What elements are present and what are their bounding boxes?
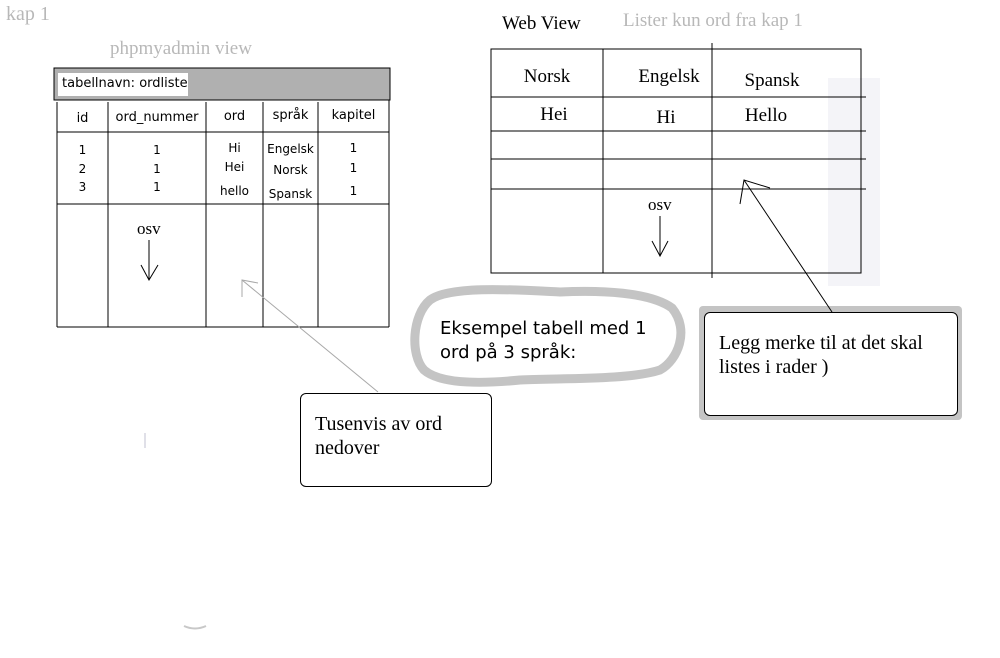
chapter-label: kap 1 <box>6 3 50 25</box>
php-row-3-id: 3 <box>78 180 87 194</box>
web-continuation: osv <box>648 195 672 214</box>
php-down-arrow <box>140 240 159 282</box>
php-col-ord: ord <box>223 109 246 124</box>
web-view-subtitle: Lister kun ord fra kap 1 <box>623 10 803 31</box>
php-view-title: phpmyadmin view <box>110 38 252 59</box>
web-row-1-engelsk: Hi <box>656 107 676 128</box>
web-view-title: Web View <box>502 13 581 34</box>
php-continuation: osv <box>137 219 161 238</box>
php-row-3-sprak: Spansk <box>268 187 313 201</box>
table-name-label: tabellnavn: ordliste <box>62 76 188 91</box>
example-cloud <box>410 285 686 387</box>
php-row-2-ord: Hei <box>224 160 245 174</box>
web-col-norsk: Norsk <box>523 66 571 87</box>
php-row-2-id: 2 <box>78 162 87 176</box>
web-view-shadow <box>828 78 880 286</box>
php-col-kapitel: kapitel <box>331 108 376 123</box>
php-row-1-kapitel: 1 <box>349 141 358 155</box>
php-row-3-kapitel: 1 <box>349 184 358 198</box>
web-row-1-spansk: Hello <box>744 105 788 126</box>
php-col-sprak: språk <box>272 108 309 123</box>
web-col-engelsk: Engelsk <box>638 66 700 87</box>
php-col-id: id <box>76 111 89 126</box>
rows-pointer <box>739 179 833 313</box>
php-row-1-ord: Hi <box>228 141 241 155</box>
web-row-1-norsk: Hei <box>540 104 568 125</box>
php-row-1-id: 1 <box>78 143 87 157</box>
php-row-3-ord: hello <box>220 184 249 198</box>
php-col-ord-nummer: ord_nummer <box>115 110 199 125</box>
php-row-1-ord-nummer: 1 <box>153 143 161 157</box>
php-row-2-ord-nummer: 1 <box>153 162 161 176</box>
php-row-2-sprak: Norsk <box>273 163 308 177</box>
stray-curve <box>183 625 207 630</box>
thousands-callout: Tusenvis av ord nedover <box>300 393 492 487</box>
thousands-pointer <box>241 279 379 393</box>
table-name-box <box>58 73 188 96</box>
php-row-3-ord-nummer: 1 <box>153 180 161 194</box>
rows-note-callout: Legg merke til at det skal listes i rade… <box>704 312 958 416</box>
php-row-2-kapitel: 1 <box>349 161 358 175</box>
web-col-spansk: Spansk <box>744 70 800 91</box>
example-callout-text: Eksempel tabell med 1 ord på 3 språk: <box>440 318 647 363</box>
php-row-1-sprak: Engelsk <box>267 142 314 156</box>
rows-note-callout-text: Legg merke til at det skal listes i rade… <box>719 332 923 378</box>
web-table-grid <box>490 43 866 278</box>
web-down-arrow <box>651 216 669 258</box>
thousands-callout-text: Tusenvis av ord nedover <box>315 413 443 459</box>
php-table-grid <box>56 100 390 328</box>
